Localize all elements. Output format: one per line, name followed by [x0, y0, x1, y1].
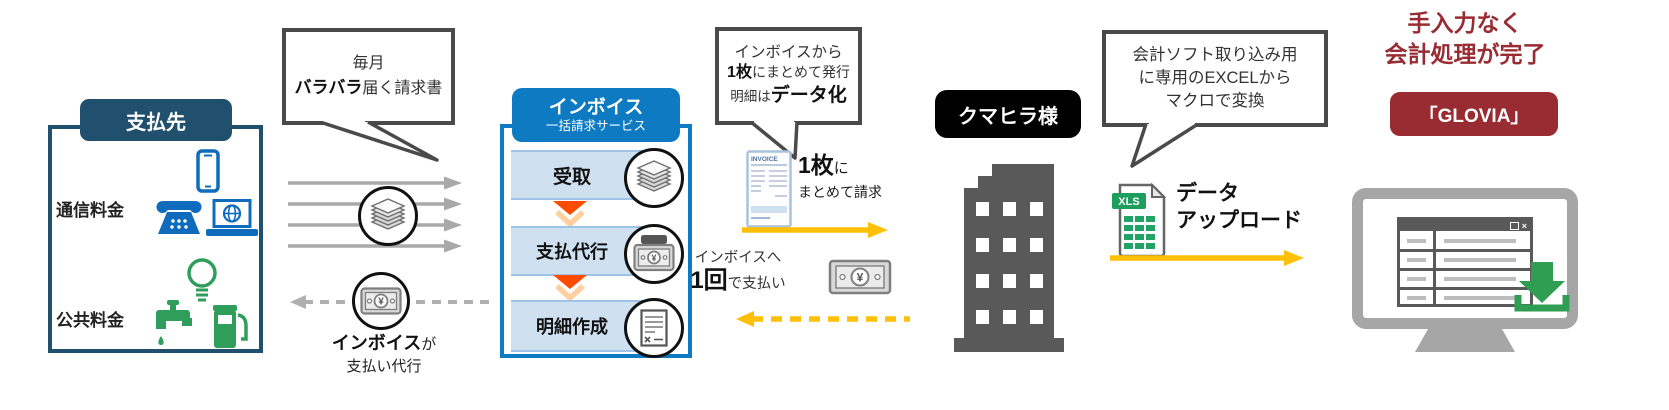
bubble-issue-line3: 明細はデータ化 — [730, 85, 847, 107]
cell-dash — [1444, 296, 1516, 300]
incoming-caption-line2: 支払い代行 — [346, 358, 422, 376]
invoice-doc-label: INVOICE — [751, 156, 778, 163]
result-title-line2: 会計処理が完了 — [1384, 41, 1546, 68]
customer-name: クマヒラ様 — [958, 105, 1058, 128]
service-header: インボイス 一括請求サービス — [512, 88, 680, 142]
consolidate-line2: まとめて請求 — [798, 183, 882, 200]
result-title: 手入力なく 会計処理が完了 — [1355, 8, 1575, 70]
consolidate-caption: 1枚に まとめて請求 — [798, 152, 928, 200]
cell-dash — [1444, 239, 1516, 243]
building-icon — [954, 164, 1064, 352]
statement-doc-icon — [640, 309, 668, 347]
paper-stack-icon — [370, 198, 406, 230]
bubble-excel-tail — [1130, 123, 1199, 168]
payment-back-arrow-yellow — [736, 311, 910, 327]
receive-stack-circle — [624, 148, 684, 208]
service-step-receive-label: 受取 — [552, 166, 591, 188]
minimize-icon — [1509, 222, 1519, 230]
wallet-money-icon: ¥ — [633, 235, 675, 272]
consolidate-line1: 1枚に — [798, 152, 849, 178]
invoice-document-icon: INVOICE — [746, 150, 792, 228]
smartphone-icon — [196, 149, 220, 193]
paper-stack-icon — [636, 160, 672, 192]
xls-file-icon: XLS — [1112, 183, 1167, 257]
monitor-stand — [1415, 329, 1515, 352]
upload-caption: データ アップロード — [1176, 180, 1302, 235]
cell-dash — [1444, 277, 1516, 281]
customer-badge: クマヒラ様 — [935, 90, 1081, 138]
incoming-caption: インボイスが 支払い代行 — [298, 330, 470, 378]
bubble-excel: 会計ソフト取り込み用 に専用のEXCELから マクロで変換 — [1102, 30, 1328, 127]
table-row-line — [1400, 268, 1530, 271]
payer-row1-label: 通信料金 — [56, 201, 124, 220]
table-divider — [1433, 231, 1436, 304]
money-circle: ¥ — [352, 272, 410, 330]
service-step-pay-label: 支払代行 — [536, 242, 608, 262]
bubble-excel-line3: マクロで変換 — [1165, 92, 1265, 111]
pay-money-circle: ¥ — [624, 224, 684, 284]
payer-row2-label: 公共料金 — [56, 311, 124, 330]
download-icon — [1514, 262, 1570, 312]
bubble-monthly-line1: 毎月 — [352, 55, 385, 73]
payment-line2: 1回で支払い — [690, 267, 786, 295]
billing-arrow-yellow — [742, 222, 888, 238]
upload-arrow-yellow — [1110, 250, 1304, 266]
invoice-stack-circle — [358, 186, 418, 246]
money-bill-icon: ¥ — [828, 259, 892, 295]
faucet-icon — [156, 300, 192, 345]
bubble-monthly-tail — [319, 121, 439, 162]
laptop-globe-icon — [206, 199, 258, 236]
telephone-icon — [156, 201, 202, 234]
payment-line1: インボイスへ — [694, 250, 782, 266]
svg-text:¥: ¥ — [651, 253, 656, 263]
incoming-caption-line1: インボイスが — [331, 333, 437, 353]
payment-caption: インボイスへ 1回で支払い — [672, 250, 804, 296]
bubble-monthly: 毎月 バラバラ届く請求書 — [282, 28, 455, 125]
upload-line2: アップロード — [1176, 209, 1302, 233]
lightbulb-icon — [187, 258, 217, 302]
svg-text:¥: ¥ — [857, 271, 864, 285]
bubble-issue: インボイスから 1枚にまとめて発行 明細はデータ化 — [715, 27, 862, 125]
payer-header: 支払先 — [80, 99, 232, 141]
window-titlebar: × — [1400, 220, 1530, 231]
payer-title: 支払先 — [126, 111, 186, 134]
result-title-line1: 手入力なく — [1407, 10, 1523, 36]
bubble-monthly-line2: バラバラ届く請求書 — [294, 77, 443, 97]
table-row-line — [1400, 249, 1530, 252]
xls-label: XLS — [1118, 196, 1139, 208]
bubble-issue-line2: 1枚にまとめて発行 — [727, 64, 850, 82]
chevron-down-icon — [553, 275, 587, 300]
bubble-excel-line1: 会計ソフト取り込み用 — [1132, 45, 1298, 64]
svg-text:¥: ¥ — [378, 297, 384, 308]
gas-pump-icon — [213, 305, 248, 348]
bubble-issue-line1: インボイスから — [734, 44, 843, 62]
cell-dash — [1407, 258, 1426, 262]
glovia-label: 「GLOVIA」 — [1418, 105, 1530, 127]
upload-line1: データ — [1176, 182, 1239, 205]
glovia-badge: 「GLOVIA」 — [1390, 92, 1558, 136]
app-window: × — [1397, 217, 1533, 307]
service-subtitle: 一括請求サービス — [545, 118, 646, 133]
bubble-excel-line2: に専用のEXCELから — [1138, 68, 1292, 87]
cell-dash — [1444, 258, 1516, 262]
table-row-line — [1400, 287, 1530, 290]
cell-dash — [1407, 277, 1426, 281]
close-icon: × — [1521, 220, 1527, 231]
cell-dash — [1407, 296, 1426, 300]
cell-dash — [1407, 239, 1426, 243]
chevron-down-icon — [553, 201, 587, 226]
money-bill-icon: ¥ — [360, 287, 402, 315]
service-title: インボイス — [548, 96, 644, 118]
bubble-issue-tail — [749, 121, 799, 160]
detail-doc-circle — [624, 298, 684, 358]
service-step-detail-label: 明細作成 — [536, 317, 608, 337]
